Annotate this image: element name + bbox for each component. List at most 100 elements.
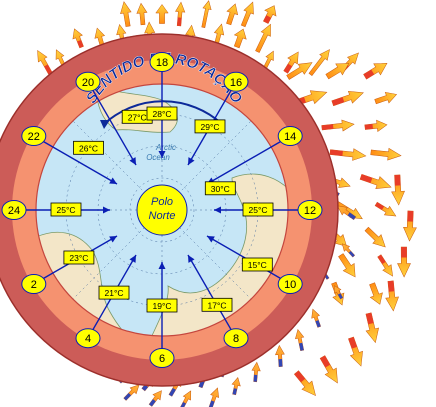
wind-arrow bbox=[251, 361, 261, 383]
temperature-value: 26°C bbox=[79, 143, 98, 153]
wind-arrow bbox=[385, 280, 399, 312]
temperature-value: 15°C bbox=[248, 260, 267, 270]
wind-arrow bbox=[364, 226, 386, 248]
hour-badge-label: 18 bbox=[156, 57, 168, 69]
wind-arrow bbox=[397, 246, 411, 278]
wind-arrow bbox=[231, 377, 241, 396]
wind-arrow bbox=[336, 205, 357, 221]
hour-pointer-head bbox=[109, 177, 117, 184]
wind-arrow bbox=[295, 329, 305, 352]
hour-badge-8: 8 bbox=[223, 328, 249, 349]
hour-pointer-head bbox=[158, 151, 166, 158]
wind-arrow bbox=[363, 62, 388, 80]
wind-arrow bbox=[331, 90, 364, 107]
hour-badge-2: 2 bbox=[21, 274, 47, 294]
hour-pointer-line bbox=[206, 135, 291, 185]
wind-arrow bbox=[334, 285, 344, 300]
wind-arrow bbox=[37, 49, 53, 75]
wind-arrow bbox=[341, 243, 356, 258]
hour-pointer-line bbox=[187, 254, 237, 339]
hour-badge-label: 6 bbox=[159, 353, 165, 365]
temperature-label: 17°C bbox=[201, 297, 233, 312]
wind-arrow bbox=[374, 201, 397, 217]
hour-badge-label: 24 bbox=[8, 205, 20, 217]
wind-arrow bbox=[359, 173, 392, 189]
ocean-label: Arctic bbox=[155, 143, 176, 152]
hour-badge-label: 14 bbox=[284, 131, 296, 143]
wind-arrow bbox=[374, 91, 398, 105]
hour-badge-10: 10 bbox=[277, 274, 303, 294]
temperature-label: 21°C bbox=[98, 285, 130, 300]
wind-arrow bbox=[286, 62, 313, 80]
wind-arrow bbox=[348, 336, 363, 367]
hour-badge-label: 8 bbox=[233, 333, 239, 345]
wind-arrow bbox=[325, 63, 350, 80]
wind-arrow bbox=[148, 390, 162, 407]
rotation-arrowhead bbox=[100, 120, 110, 129]
rotation-direction-arrow bbox=[103, 100, 223, 125]
wind-arrow bbox=[283, 51, 299, 74]
wind-arrow bbox=[293, 370, 316, 397]
temperature-label: 26°C bbox=[73, 140, 104, 155]
hour-badge-16: 16 bbox=[223, 71, 249, 92]
hour-badge-14: 14 bbox=[277, 126, 303, 146]
hour-pointer-head bbox=[129, 255, 136, 263]
temperature-value: 23°C bbox=[69, 253, 88, 263]
hour-badge-4: 4 bbox=[75, 328, 101, 349]
wind-arrow bbox=[263, 5, 277, 24]
wind-arrow bbox=[136, 2, 148, 26]
hour-badge-label: 16 bbox=[230, 77, 242, 89]
temperature-value: 21°C bbox=[105, 288, 124, 298]
wind-arrow bbox=[377, 254, 393, 277]
hour-badge-18: 18 bbox=[149, 52, 175, 72]
wind-arrow bbox=[255, 23, 271, 53]
temperature-value: 28°C bbox=[153, 109, 172, 119]
temperature-label: 25°C bbox=[242, 202, 274, 217]
wind-arrow bbox=[403, 210, 417, 242]
wind-arrow bbox=[329, 148, 367, 161]
hour-pointer-head bbox=[214, 206, 221, 214]
temperature-value: 25°C bbox=[249, 205, 268, 215]
wind-arrow bbox=[208, 387, 220, 407]
temperature-label: 29°C bbox=[194, 119, 226, 134]
hour-badge-label: 20 bbox=[82, 77, 94, 89]
wind-arrow bbox=[364, 119, 388, 133]
north-pole-badge: Polo Norte bbox=[136, 184, 188, 236]
ocean-label-2: Ocean bbox=[146, 153, 170, 162]
wind-arrow bbox=[311, 308, 322, 328]
wind-arrow bbox=[120, 1, 132, 27]
wind-arrow bbox=[233, 28, 247, 49]
temperature-value: 27°C bbox=[128, 112, 147, 122]
hour-pointer-line bbox=[87, 81, 137, 166]
wind-arrow bbox=[338, 253, 356, 278]
hour-badge-20: 20 bbox=[75, 71, 101, 92]
wind-arrow bbox=[275, 344, 285, 367]
north-pole-label-line1: Polo bbox=[151, 196, 173, 208]
temperature-label: 23°C bbox=[63, 250, 95, 265]
hour-badge-22: 22 bbox=[21, 126, 47, 146]
hour-pointer-head bbox=[207, 236, 215, 243]
wind-arrow bbox=[240, 1, 254, 28]
hour-pointer-head bbox=[188, 157, 195, 165]
wind-arrow bbox=[179, 390, 192, 407]
wind-arrow bbox=[321, 119, 355, 132]
hour-badge-24: 24 bbox=[1, 200, 27, 220]
temperature-label: 28°C bbox=[146, 106, 178, 121]
hour-badge-label: 4 bbox=[85, 333, 91, 345]
temperature-label: 30°C bbox=[204, 181, 236, 196]
temperature-value: 17°C bbox=[208, 300, 227, 310]
wind-arrow bbox=[72, 28, 84, 49]
wind-arrow bbox=[369, 282, 383, 305]
wind-arrow bbox=[155, 4, 169, 24]
wind-arrow bbox=[226, 3, 239, 26]
hour-pointer-line bbox=[33, 135, 118, 185]
north-pole-label-line2: Norte bbox=[149, 210, 176, 222]
temperature-value: 29°C bbox=[201, 122, 220, 132]
hour-badge-label: 10 bbox=[284, 279, 296, 291]
wind-arrow bbox=[175, 1, 186, 27]
wind-arrow bbox=[391, 174, 405, 206]
wind-arrow bbox=[370, 147, 402, 161]
hour-badge-label: 2 bbox=[31, 279, 37, 291]
